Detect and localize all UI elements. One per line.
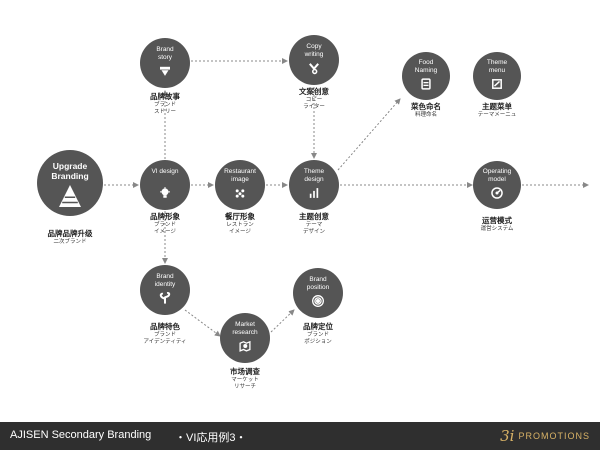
footer-title: AJISEN Secondary Branding [10, 429, 152, 441]
caption-brand-position: 品牌定位ブランド ポジション [303, 322, 333, 346]
caption-sub: テーマ デザイン [302, 222, 325, 235]
caption-sub: レストラン イメージ [226, 222, 254, 235]
node-food-naming[interactable]: Food Naming [402, 52, 450, 100]
logo-mark: 3i [500, 427, 515, 445]
gauge-icon [490, 186, 504, 200]
node-title: Restaurant image [224, 167, 256, 183]
caption-main: 品牌特色 [149, 322, 180, 331]
footer-bar: AJISEN Secondary Branding ・VI応用例3・ 3i PR… [0, 422, 600, 450]
node-brand-position[interactable]: Brand position [293, 268, 343, 318]
target-icon [311, 294, 325, 308]
caption-main: 运营模式 [482, 216, 512, 225]
node-theme-menu[interactable]: Theme menu [473, 52, 521, 100]
flow-arrow [184, 309, 221, 337]
caption-theme-design: 主题创意テーマ デザイン [299, 212, 329, 236]
caption-sub: マーケット リサーチ [231, 377, 259, 390]
node-vi-design[interactable]: VI design [140, 160, 190, 210]
node-brand-story[interactable]: Brand story [140, 38, 190, 88]
pen-search-icon [307, 61, 321, 75]
node-title: Copy writing [304, 42, 324, 58]
caption-sub: ブランド ポジション [304, 332, 332, 345]
caption-food-naming: 菜色命名料理命名 [411, 102, 441, 119]
caption-sub: ブランド スドリー [153, 102, 176, 115]
node-theme-design[interactable]: Theme design [289, 160, 339, 210]
dots-icon [233, 186, 247, 200]
node-title: Brand position [306, 275, 330, 291]
flow-arrow [337, 98, 401, 171]
node-market-research[interactable]: Market research [220, 313, 270, 363]
node-title: Brand story [156, 45, 174, 61]
node-upgrade[interactable]: Upgrade Branding [37, 150, 103, 216]
node-brand-identity[interactable]: Brand identity [140, 265, 190, 315]
node-title: Food Naming [414, 59, 438, 75]
caption-sub: ブランド イメージ [153, 222, 176, 235]
caption-brand-story: 品牌故事ブランド スドリー [150, 92, 180, 116]
logo-text: PROMOTIONS [518, 431, 590, 441]
bar-chart-icon [307, 186, 321, 200]
book-icon [419, 77, 433, 91]
node-copy-writing[interactable]: Copy writing [289, 35, 339, 85]
caption-main: 品牌定位 [303, 322, 333, 331]
caption-sub: 運営システム [480, 226, 514, 232]
connector-layer [104, 58, 589, 337]
caption-sub: コピー ライター [303, 97, 325, 110]
caption-main: 品牌形象 [150, 212, 180, 221]
plant-icon [158, 291, 172, 305]
node-restaurant-image[interactable]: Restaurant image [215, 160, 265, 210]
node-operating-model[interactable]: Operating model [473, 161, 521, 209]
node-title: Upgrade Branding [51, 160, 89, 182]
promotions-logo: 3i PROMOTIONS [500, 425, 590, 447]
film-icon [158, 64, 172, 78]
caption-theme-menu: 主题菜单テーマメーニュ [478, 102, 517, 119]
map-icon [238, 339, 252, 353]
caption-main: 品牌故事 [150, 92, 180, 101]
pyramid-icon [57, 183, 83, 209]
lightbulb-icon [158, 186, 172, 200]
caption-main: 市场调查 [230, 367, 260, 376]
caption-main: 主题菜单 [481, 102, 512, 111]
menu-card-icon [490, 77, 504, 91]
caption-sub: 料理命名 [414, 112, 437, 118]
node-title: Brand identity [154, 272, 176, 288]
caption-sub: 二次ブランド [53, 239, 87, 245]
caption-vi-design: 品牌形象ブランド イメージ [150, 212, 180, 236]
caption-sub: テーマメーニュ [477, 112, 517, 118]
node-title: Market research [232, 320, 258, 336]
node-title: Theme design [303, 167, 325, 183]
caption-copy-writing: 文案创意コピー ライター [299, 87, 329, 111]
node-title: VI design [151, 167, 179, 175]
flow-arrow [270, 309, 295, 333]
caption-main: 餐厅形象 [225, 212, 255, 221]
footer-subtitle: ・VI応用例3・ [175, 432, 247, 444]
caption-operating-model: 运营模式運営システム [481, 216, 514, 233]
caption-upgrade: 品牌品牌升级二次ブランド [48, 229, 93, 246]
caption-restaurant-image: 餐厅形象レストラン イメージ [225, 212, 255, 236]
caption-sub: ブランド アイデンティティ [143, 332, 187, 345]
caption-main: 菜色命名 [411, 102, 441, 111]
caption-market-research: 市场调查マーケット リサーチ [230, 367, 260, 391]
node-title: Theme menu [486, 59, 508, 75]
caption-main: 文案创意 [299, 87, 329, 96]
caption-main: 品牌品牌升级 [47, 229, 93, 238]
caption-main: 主题创意 [299, 212, 329, 221]
caption-brand-identity: 品牌特色ブランド アイデンティティ [143, 322, 186, 346]
node-title: Operating model [482, 168, 512, 184]
